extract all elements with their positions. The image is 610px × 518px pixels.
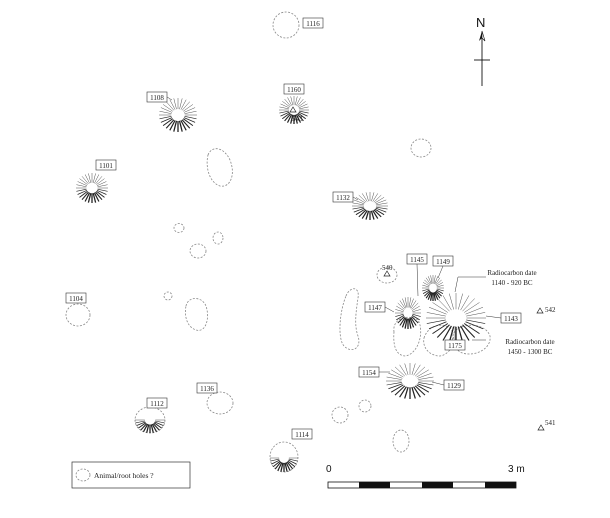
svg-text:1175: 1175 [448, 342, 462, 350]
svg-text:1104: 1104 [69, 295, 83, 303]
legend: Animal/root holes ? [71, 461, 191, 489]
posthole-1108 [159, 98, 197, 132]
feature-label-1147: 1147 [364, 301, 386, 313]
svg-text:542: 542 [545, 306, 556, 314]
north-arrow-icon [474, 30, 490, 86]
svg-text:1108: 1108 [150, 94, 164, 102]
posthole-1147 [395, 297, 421, 329]
svg-text:1101: 1101 [99, 162, 113, 170]
triangle-marker-icon [383, 270, 391, 277]
svg-text:1145: 1145 [410, 256, 424, 264]
radiocarbon-annotation-2: Radiocarbon date 1450 - 1300 BC [505, 338, 554, 356]
svg-text:1136: 1136 [200, 385, 214, 393]
survey-point-541: 541 [537, 419, 556, 431]
svg-text:1450 - 1300 BC: 1450 - 1300 BC [508, 348, 553, 356]
feature-label-1112: 1112 [146, 397, 168, 409]
radiocarbon-annotation-1: Radiocarbon date 1140 - 920 BC [487, 269, 536, 287]
scale-end-label: 3 m [508, 464, 525, 475]
feature-label-1116: 1116 [302, 17, 324, 29]
scale-bar: 0 3 m [326, 464, 525, 489]
survey-point-540: 540 [382, 264, 393, 277]
svg-text:Radiocarbon date: Radiocarbon date [505, 338, 554, 346]
svg-text:1114: 1114 [295, 431, 309, 439]
feature-label-1136: 1136 [196, 382, 218, 394]
feature-label-1175: 1175 [444, 339, 466, 351]
svg-text:1116: 1116 [306, 20, 320, 28]
north-arrow: N [474, 15, 490, 86]
svg-text:1112: 1112 [150, 400, 164, 408]
feature-label-1145: 1145 [406, 253, 428, 265]
svg-text:Radiocarbon date: Radiocarbon date [487, 269, 536, 277]
feature-label-1108: 1108 [146, 91, 168, 103]
feature-label-1129: 1129 [443, 379, 465, 391]
svg-text:1154: 1154 [362, 369, 376, 377]
svg-text:1160: 1160 [287, 86, 301, 94]
triangle-marker-icon [537, 424, 545, 431]
feature-label-1114: 1114 [291, 428, 313, 440]
feature-label-1104: 1104 [65, 292, 87, 304]
svg-text:540: 540 [382, 264, 393, 272]
posthole-1112 [135, 419, 165, 433]
feature-labels: 1116 1108 1160 1101 1132 1145 1149 1147 [65, 17, 522, 440]
posthole-1101 [76, 173, 108, 203]
posthole-1154 [386, 363, 434, 399]
posthole-1160 [279, 96, 309, 124]
posthole-1149 [422, 275, 444, 301]
hatched-postholes [76, 96, 486, 472]
scale-start-label: 0 [326, 464, 332, 475]
feature-label-1132: 1132 [332, 191, 354, 203]
svg-text:1147: 1147 [368, 304, 382, 312]
svg-text:1129: 1129 [447, 382, 461, 390]
feature-label-1143: 1143 [500, 312, 522, 324]
posthole-1132 [352, 192, 388, 220]
feature-label-1101: 1101 [95, 159, 117, 171]
north-label: N [476, 15, 485, 30]
dashed-outline-icon [75, 468, 91, 482]
svg-text:541: 541 [545, 419, 556, 427]
feature-label-1149: 1149 [432, 255, 454, 267]
triangle-marker-icon [289, 106, 297, 113]
leader-lines [166, 96, 502, 386]
svg-text:1140 - 920 BC: 1140 - 920 BC [491, 279, 532, 287]
svg-text:543: 543 [292, 115, 303, 123]
svg-text:1132: 1132 [336, 194, 350, 202]
dashed-outline-features [65, 11, 491, 473]
svg-text:1149: 1149 [436, 258, 450, 266]
feature-label-1154: 1154 [358, 366, 380, 378]
survey-point-543: 543 [289, 106, 303, 123]
survey-point-542: 542 [536, 306, 556, 314]
legend-label: Animal/root holes ? [94, 471, 154, 480]
triangle-marker-icon [536, 307, 544, 314]
svg-text:1143: 1143 [504, 315, 518, 323]
posthole-1143 [426, 293, 486, 343]
feature-label-1160: 1160 [283, 83, 305, 95]
posthole-1114 [270, 457, 298, 472]
survey-points: 543 540 542 541 [289, 106, 556, 431]
